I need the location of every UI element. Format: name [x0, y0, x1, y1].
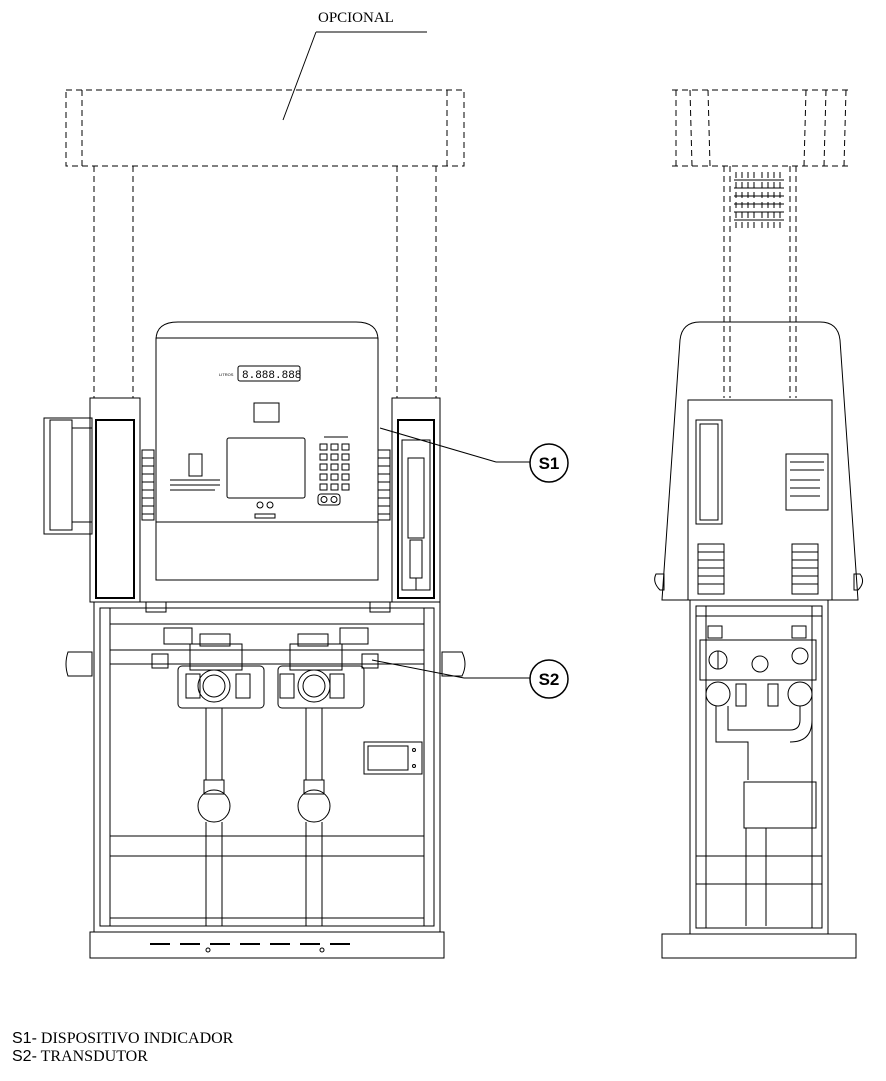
s2-leader: [371, 659, 465, 679]
legend-item-s2: S2- TRANSDUTOR: [12, 1048, 233, 1066]
right-column: [391, 397, 441, 603]
legend-text: TRANSDUTOR: [40, 1048, 148, 1065]
front-view: [43, 31, 530, 959]
legend-text: DISPOSITIVO INDICADOR: [40, 1030, 234, 1047]
optional-canopy-side: [672, 89, 848, 398]
legend: S1- DISPOSITIVO INDICADOR S2- TRANSDUTOR: [12, 1030, 233, 1066]
liter-display: [237, 365, 301, 382]
s1-leader: [379, 427, 497, 463]
small-window: [253, 402, 280, 423]
head-vents: [141, 449, 391, 521]
hydraulic-frame: [93, 601, 441, 933]
optional-leader: [282, 31, 427, 121]
side-vents: [697, 543, 819, 595]
s2-callout-label: S2: [539, 670, 560, 689]
s1-callout-label: S1: [539, 454, 560, 473]
canopy-vent-grid: [734, 179, 784, 221]
side-base: [661, 933, 857, 959]
keypad: [317, 443, 350, 506]
legend-item-s1: S1- DISPOSITIVO INDICADOR: [12, 1030, 233, 1048]
pump-pipes: [197, 707, 331, 926]
display-digits: 8.888.888: [242, 370, 301, 382]
s2-callout-circle: [529, 659, 569, 699]
display-label: LITROS: [219, 372, 234, 377]
optional-canopy-front: [65, 89, 465, 398]
meter-right: [277, 627, 379, 709]
legend-code: S2-: [12, 1048, 37, 1065]
meter-left: [151, 627, 265, 709]
side-view: [654, 89, 864, 959]
legend-code: S1-: [12, 1030, 37, 1047]
card-slot: [188, 453, 203, 477]
dispenser-head: [155, 321, 379, 581]
optional-label: OPCIONAL: [318, 10, 394, 26]
display-panel: [155, 337, 379, 523]
side-head: [661, 321, 859, 601]
electrical-box: [363, 741, 423, 775]
base-plinth: [89, 931, 445, 959]
s1-callout-circle: [529, 443, 569, 483]
main-screen: [226, 437, 306, 499]
left-column: [43, 397, 141, 603]
id-plate: [785, 453, 829, 511]
